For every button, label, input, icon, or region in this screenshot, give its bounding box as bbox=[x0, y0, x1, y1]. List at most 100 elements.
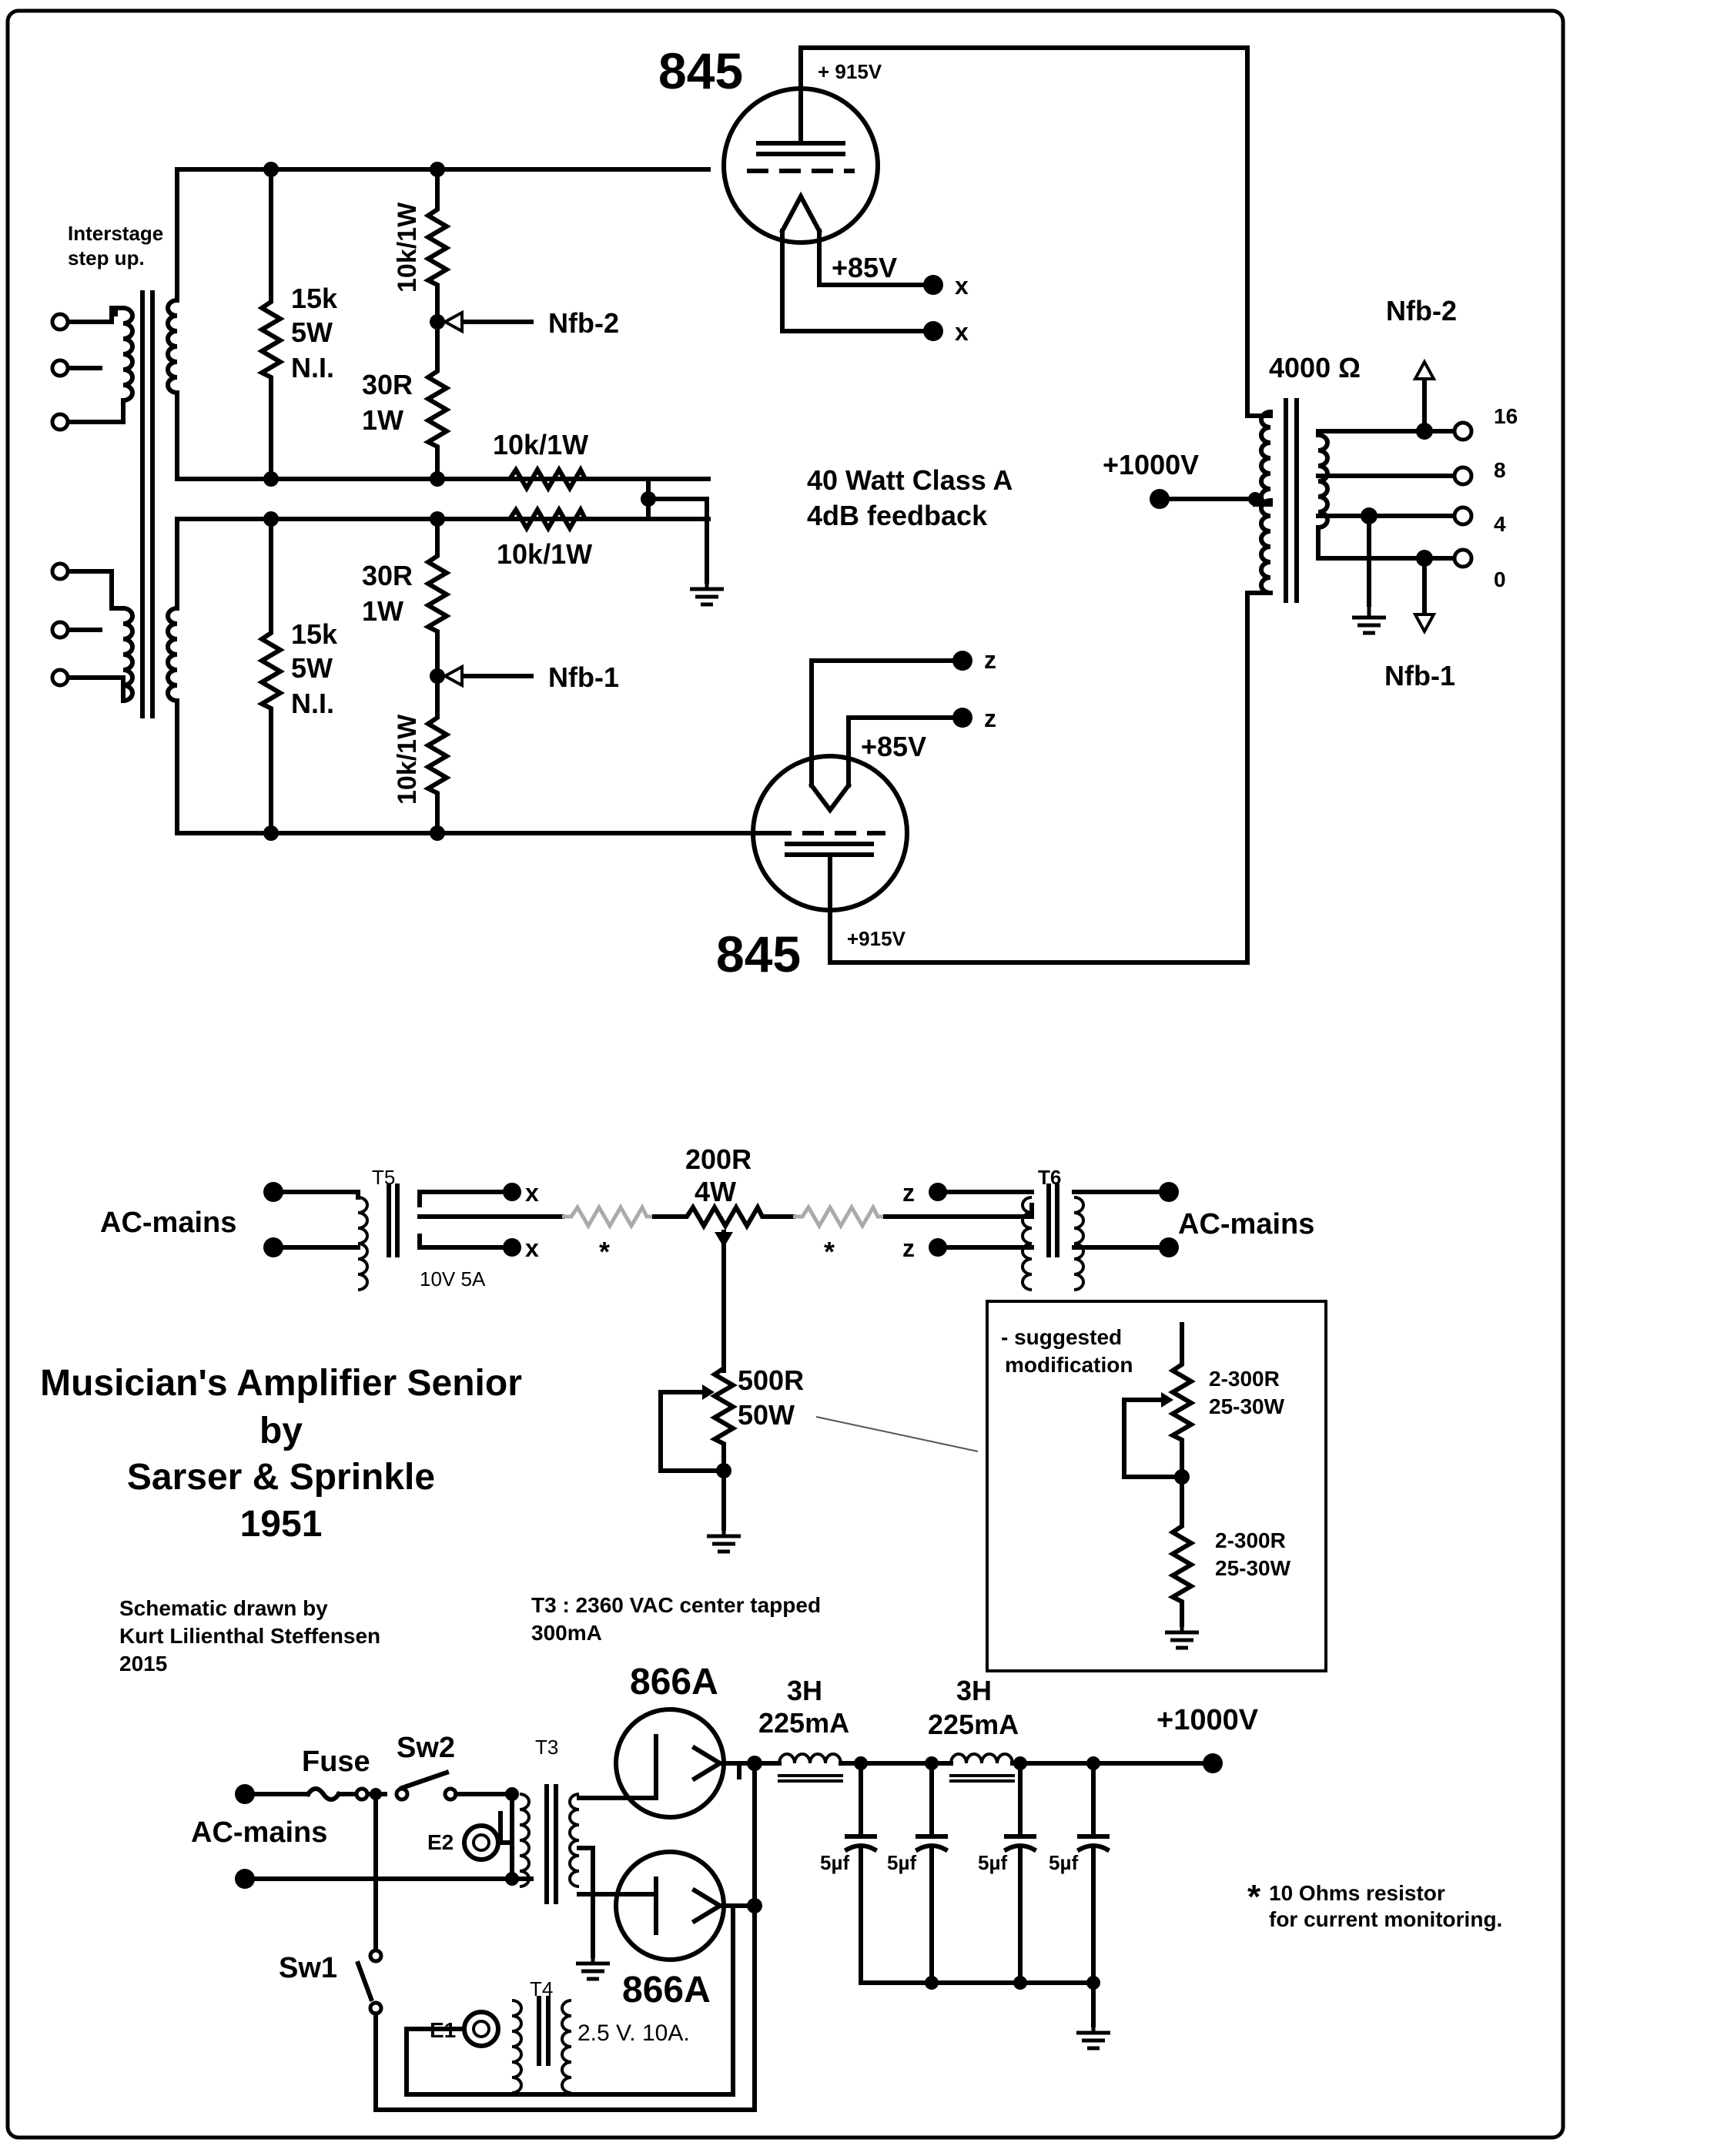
filament-top: +85V bbox=[832, 252, 897, 283]
credit-line-2: Kurt Lilienthal Steffensen bbox=[119, 1624, 380, 1648]
rect-label-bottom: 866A bbox=[622, 1970, 711, 2010]
t6-label: T6 bbox=[1038, 1166, 1061, 1189]
sw1-label: Sw1 bbox=[279, 1952, 337, 1984]
bplus-bottom: +915V bbox=[847, 927, 906, 950]
star-right: * bbox=[824, 1236, 835, 1267]
star-left: * bbox=[599, 1236, 610, 1267]
t3-note-2: 300mA bbox=[531, 1621, 602, 1645]
fil-x-1: x bbox=[525, 1179, 539, 1207]
r30r-bot-b: 1W bbox=[362, 595, 403, 627]
r30r-top-a: 30R bbox=[362, 369, 413, 400]
power-supply-section bbox=[235, 1707, 1223, 2112]
interstage-label-2: step up. bbox=[68, 246, 145, 270]
choke1-a: 3H bbox=[787, 1675, 822, 1706]
r10k-top-vert: 10k/1W bbox=[393, 202, 422, 293]
ohms-label: 4000 Ω bbox=[1269, 352, 1361, 383]
fil-x-2: x bbox=[525, 1234, 539, 1262]
mod-r1-a: 2-300R bbox=[1209, 1367, 1280, 1391]
filament-section bbox=[263, 1182, 1179, 1552]
title-line-2: by bbox=[259, 1411, 303, 1451]
tube-845-bottom bbox=[751, 591, 1250, 965]
credit-line-1: Schematic drawn by bbox=[119, 1596, 328, 1620]
choke2-b: 225mA bbox=[928, 1709, 1019, 1740]
e1-label: E1 bbox=[430, 2018, 456, 2042]
title-line-3: Sarser & Sprinkle bbox=[127, 1457, 435, 1498]
class-label-2: 4dB feedback bbox=[807, 500, 988, 531]
title-line-4: 1951 bbox=[240, 1504, 323, 1545]
mod-r2-b: 25-30W bbox=[1215, 1556, 1291, 1580]
amplifier-section bbox=[50, 45, 1474, 965]
ac-mains-psu: AC-mains bbox=[191, 1816, 327, 1849]
title-line-1: Musician's Amplifier Senior bbox=[40, 1363, 522, 1404]
tube-label-bottom: 845 bbox=[716, 926, 801, 983]
modification-box bbox=[986, 1300, 1327, 1672]
term-x-1: x bbox=[955, 272, 969, 300]
t4-label: T4 bbox=[530, 1977, 553, 2000]
r15k-top-a: 15k bbox=[291, 283, 338, 314]
tap-8: 8 bbox=[1494, 458, 1506, 482]
r500-b: 50W bbox=[738, 1399, 795, 1431]
interstage-label-1: Interstage bbox=[68, 222, 163, 245]
r30r-bot-a: 30R bbox=[362, 560, 413, 591]
r15k-top-c: N.I. bbox=[291, 352, 334, 383]
tube-845-top bbox=[721, 45, 1250, 418]
mod-r2-a: 2-300R bbox=[1215, 1528, 1286, 1552]
nfb2-label-right: Nfb-2 bbox=[1386, 295, 1457, 326]
mod-r1-b: 25-30W bbox=[1209, 1394, 1285, 1418]
r30r-top-b: 1W bbox=[362, 404, 403, 436]
rect-label-top: 866A bbox=[630, 1662, 718, 1702]
r15k-top-b: 5W bbox=[291, 316, 333, 348]
note-line-1: 10 Ohms resistor bbox=[1269, 1881, 1445, 1905]
ac-mains-left: AC-mains bbox=[100, 1207, 236, 1239]
r15k-bot-c: N.I. bbox=[291, 688, 334, 719]
nfb1-label-left: Nfb-1 bbox=[548, 661, 619, 693]
choke1-b: 225mA bbox=[758, 1707, 849, 1739]
cap-2: 5µf bbox=[887, 1851, 916, 1874]
tap-16: 16 bbox=[1494, 404, 1518, 428]
tube-label-top: 845 bbox=[658, 42, 743, 99]
tap-4: 4 bbox=[1494, 512, 1506, 536]
t3-label: T3 bbox=[535, 1736, 558, 1759]
r15k-bot-b: 5W bbox=[291, 652, 333, 684]
class-label-1: 40 Watt Class A bbox=[807, 464, 1013, 496]
cap-4: 5µf bbox=[1049, 1851, 1078, 1874]
hv-label-psu: +1000V bbox=[1157, 1704, 1259, 1736]
tap-0: 0 bbox=[1494, 567, 1506, 591]
r10k-series-bot: 10k/1W bbox=[497, 538, 592, 570]
mod-label-1: - suggested bbox=[1001, 1325, 1122, 1349]
fil-z-2: z bbox=[902, 1234, 915, 1262]
cap-3: 5µf bbox=[978, 1851, 1007, 1874]
r200-b: 4W bbox=[695, 1176, 736, 1207]
r500-a: 500R bbox=[738, 1364, 804, 1396]
note-line-2: for current monitoring. bbox=[1269, 1907, 1502, 1931]
page-frame bbox=[5, 8, 1565, 2140]
sw2-label: Sw2 bbox=[397, 1732, 455, 1764]
bplus-top: + 915V bbox=[818, 60, 882, 83]
mod-label-2: modification bbox=[1005, 1353, 1133, 1377]
hv-label-amp: +1000V bbox=[1103, 449, 1199, 480]
r10k-series-top: 10k/1W bbox=[493, 429, 588, 460]
t3-note-1: T3 : 2360 VAC center tapped bbox=[531, 1593, 821, 1617]
t4-rating: 2.5 V. 10A. bbox=[577, 2020, 690, 2046]
e2-label: E2 bbox=[427, 1830, 454, 1854]
cap-1: 5µf bbox=[820, 1851, 849, 1874]
term-x-2: x bbox=[955, 318, 969, 346]
credit-line-3: 2015 bbox=[119, 1652, 167, 1676]
nfb2-label-left: Nfb-2 bbox=[548, 307, 619, 339]
ac-mains-right: AC-mains bbox=[1178, 1208, 1314, 1240]
output-transformer bbox=[1150, 358, 1474, 633]
term-z-1: z bbox=[984, 646, 996, 674]
term-z-2: z bbox=[984, 705, 996, 732]
note-star: * bbox=[1247, 1878, 1261, 1916]
r15k-bot-a: 15k bbox=[291, 618, 338, 650]
t5-rating: 10V 5A bbox=[420, 1267, 486, 1291]
t5-label: T5 bbox=[372, 1166, 395, 1189]
choke2-a: 3H bbox=[956, 1675, 992, 1706]
nfb1-label-right: Nfb-1 bbox=[1384, 660, 1455, 691]
fuse-label: Fuse bbox=[302, 1746, 370, 1778]
r200-a: 200R bbox=[685, 1143, 752, 1175]
fil-z-1: z bbox=[902, 1179, 915, 1207]
filament-bottom: +85V bbox=[861, 731, 926, 762]
r10k-bot-vert: 10k/1W bbox=[393, 714, 422, 805]
